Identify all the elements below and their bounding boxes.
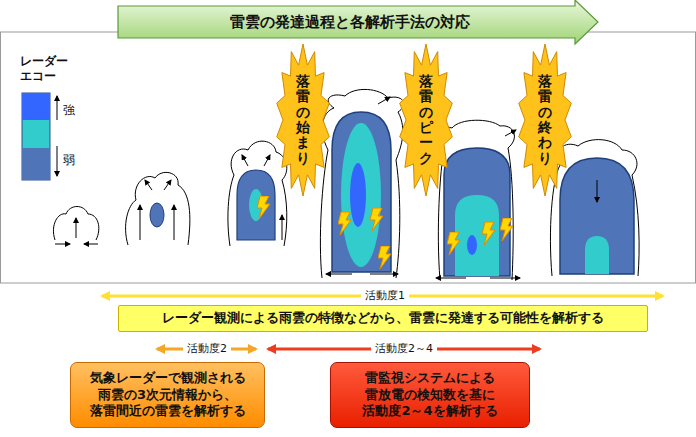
lightning-burst: 落雷の始まり — [276, 44, 330, 196]
legend-text: 弱 — [63, 153, 75, 168]
box-text: 気象レーダーで観測される 雨雲の3次元情報から、 落雷間近の雷雲を解析する — [89, 370, 247, 421]
lightning-burst: 落雷のピーク — [399, 44, 453, 196]
burst-text: 落雷の始まり — [296, 74, 310, 166]
legend-text: 強 — [63, 103, 75, 118]
legend-heading: レーダー エコー — [20, 54, 70, 84]
method-band: レーダー観測による雨雲の特徴などから、雷雲に発達する可能性を解析する — [118, 305, 648, 332]
activity-label: 活動度2 — [183, 342, 231, 356]
legend-swatch — [22, 148, 50, 180]
burst-text: 落雷の終わり — [538, 74, 552, 166]
legend-swatch — [22, 93, 50, 120]
method-box: 気象レーダーで観測される 雨雲の3次元情報から、 落雷間近の雷雲を解析する — [70, 362, 265, 428]
box-text: 雷監視システムによる 雷放電の検知数を基に 活動度2～4を解析する — [361, 370, 499, 421]
diagram-title: 雷雲の発達過程と各解析手法の対応 — [230, 13, 470, 32]
lightning-burst: 落雷の終わり — [518, 44, 572, 196]
box-text: レーダー観測による雨雲の特徴などから、雷雲に発達する可能性を解析する — [161, 310, 605, 327]
burst-text: 落雷のピーク — [419, 74, 433, 166]
activity-label: 活動度1 — [361, 289, 409, 303]
method-box: 雷監視システムによる 雷放電の検知数を基に 活動度2～4を解析する — [330, 362, 530, 428]
activity-label: 活動度2～4 — [371, 342, 437, 356]
